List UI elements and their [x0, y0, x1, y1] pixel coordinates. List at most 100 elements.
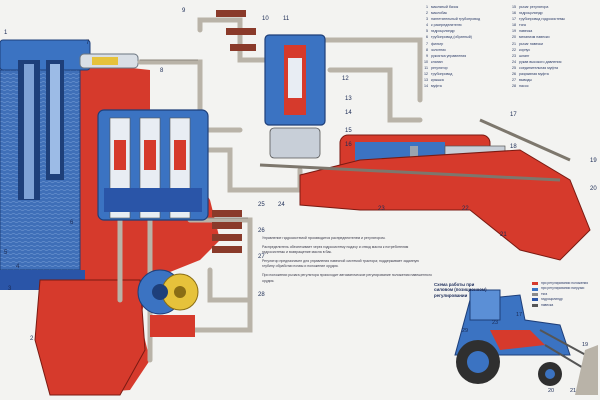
legend-text: трубопровод [431, 72, 453, 77]
legend-text: золотник [431, 47, 446, 52]
legend-text: насос [519, 84, 529, 89]
callout-13: 13 [345, 96, 352, 102]
legend-text: рукав высокого давления [519, 59, 562, 64]
legend-number: 9 [426, 53, 428, 58]
inset-callout-17: 17 [516, 312, 522, 318]
inset-diagram: 29 23 17 19 20 21 [430, 278, 600, 398]
inset-legend-item: при регулировании положения [532, 281, 598, 286]
callout-26: 26 [258, 228, 265, 234]
inset-callout-21: 21 [570, 388, 576, 394]
callout-21: 21 [500, 232, 507, 238]
callout-4: 4 [16, 264, 20, 270]
legend-number: 22 [512, 47, 516, 52]
callout-22: 22 [462, 206, 469, 212]
callout-9: 9 [182, 8, 186, 14]
legend-swatch [532, 298, 538, 302]
legend-number: 24 [512, 59, 516, 64]
gear-pump [137, 269, 199, 337]
inset-legend-text: тяга [541, 291, 548, 296]
legend-number: 11 [424, 65, 428, 70]
legend-text: трубопровод (обратный) [431, 35, 472, 40]
inset-legend-text: навеска [541, 302, 554, 307]
intro-text: Управление гидросистемой производится ра… [262, 236, 386, 240]
callout-8: 8 [160, 68, 164, 74]
legend-number: 17 [512, 17, 516, 22]
lift-rod [259, 118, 571, 182]
legend-text: гидроцилиндр [431, 29, 455, 34]
callout-7: 7 [86, 40, 90, 46]
paragraph-2: Регулятор предназначен для управления на… [262, 259, 419, 269]
callout-17: 17 [510, 112, 517, 118]
legend-text: маслобак [431, 11, 447, 16]
callout-5: 5 [4, 250, 8, 256]
callout-23: 23 [378, 206, 385, 212]
pipework [117, 17, 423, 363]
inset-callout-20: 20 [548, 388, 554, 394]
paragraph-3: При положении рычага регулятора происход… [262, 273, 432, 283]
callout-16: 16 [345, 142, 352, 148]
legend-number: 8 [426, 47, 428, 52]
inset-title: Схема работы при силовом (позиционном) р… [434, 282, 487, 298]
legend-number: 20 [512, 35, 516, 40]
legend-number: 18 [512, 23, 516, 28]
inset-legend-item: навеска [532, 303, 598, 308]
callout-14: 14 [345, 110, 352, 116]
legend-swatch [532, 303, 538, 307]
legend-text: гидроцилиндр [519, 11, 543, 16]
legend-number: 26 [512, 72, 516, 77]
callout-28: 28 [258, 292, 265, 298]
legend-number: 13 [424, 78, 428, 83]
legend-number: 16 [512, 11, 516, 16]
legend-text: рычаг навески [519, 41, 543, 46]
legend-text: трубопровод гидросистемы [519, 17, 565, 22]
legend-number: 6 [426, 35, 428, 40]
couplings [212, 210, 242, 253]
description-text: Управление гидросистемой производится ра… [262, 236, 432, 288]
legend-number: 2 [426, 11, 428, 16]
legend-number: 25 [512, 65, 516, 70]
legend-text: разрывная муфта [519, 72, 549, 77]
legend-number: 7 [426, 41, 428, 46]
legend-swatch [532, 293, 538, 297]
inset-legend-text: при регулировании нагрузки [541, 286, 585, 291]
legend-text: навеска [519, 29, 533, 34]
callout-25: 25 [258, 202, 265, 208]
legend-number: 23 [512, 53, 516, 58]
legend-text: выводы [519, 78, 532, 83]
legend-number: 12 [424, 72, 428, 77]
legend-number: 3 [426, 17, 428, 22]
legend-number: 15 [512, 5, 516, 9]
inset-legend-item: при регулировании нагрузки [532, 286, 598, 291]
callout-11: 11 [283, 16, 290, 22]
callout-27: 27 [258, 254, 265, 260]
filter [79, 53, 139, 69]
legend-text: рычаг регулятора [519, 5, 549, 9]
legend-text: к распределителю [431, 23, 462, 28]
legend-number: 19 [512, 29, 516, 34]
